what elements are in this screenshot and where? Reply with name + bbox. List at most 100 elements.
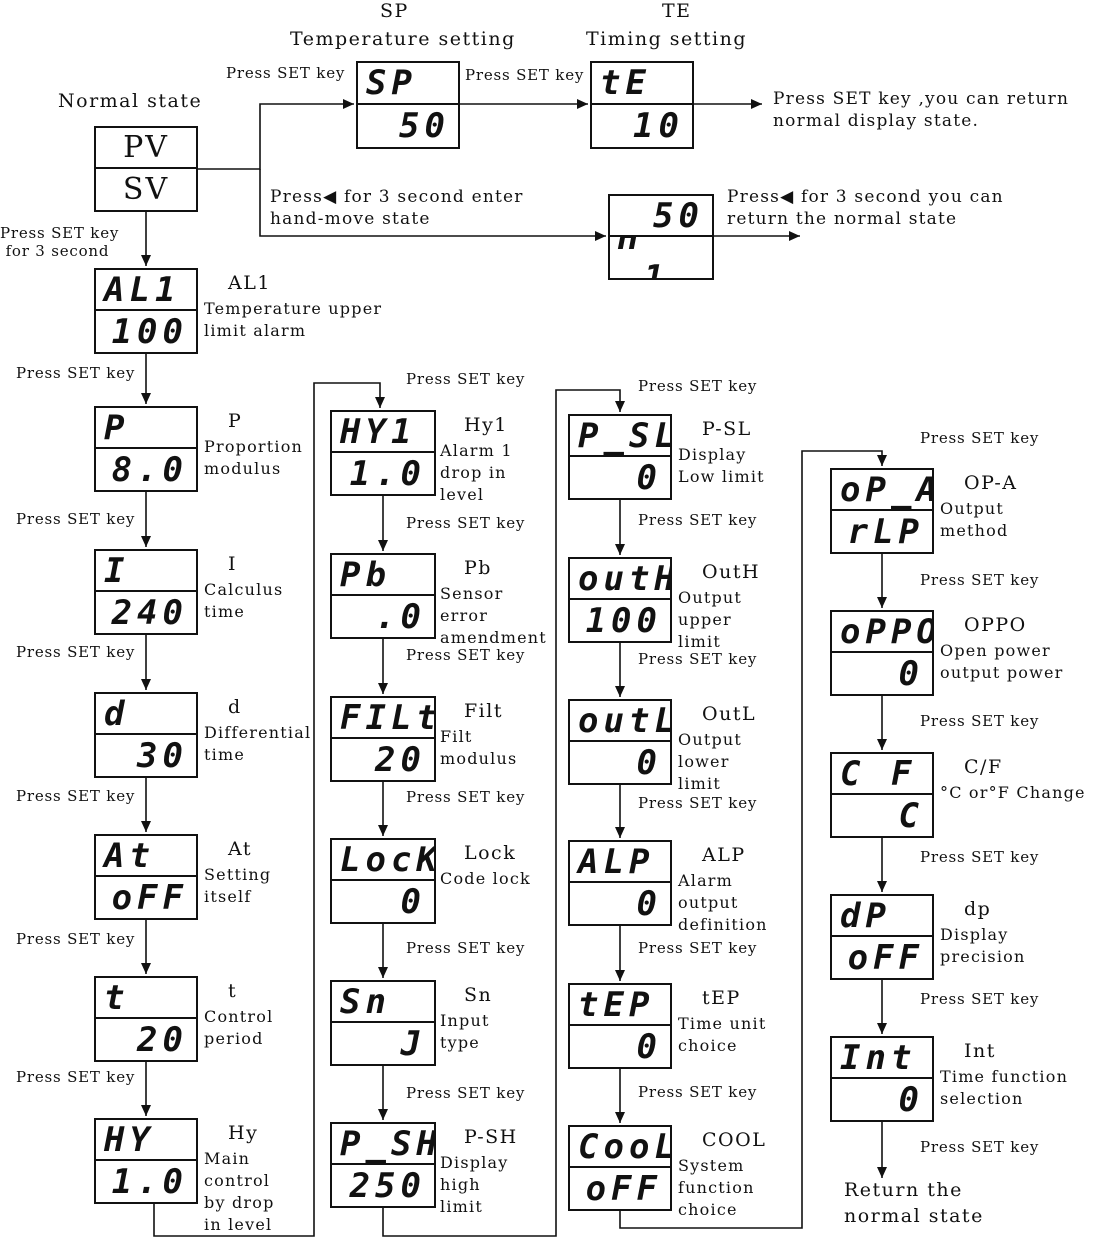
pv-label: PV (96, 128, 196, 169)
press-set-key-label: Press SET key (920, 1138, 1040, 1156)
param-filt-code: FILt (332, 698, 434, 739)
press-set-key-label: Press SET key (406, 514, 526, 532)
param-i-value: 240 (111, 592, 188, 633)
param-filt-name: Filt (464, 700, 503, 722)
normal-display: PV SV (94, 126, 198, 212)
connector-line (198, 103, 354, 170)
param-cool-value: oFF (585, 1168, 662, 1209)
connector-arrowhead (378, 540, 388, 551)
press-set-key-label: Press SET key (638, 939, 758, 957)
param-alp-name: ALP (702, 844, 746, 866)
return-normal-final: Return the normal state (844, 1179, 984, 1227)
param-alp-display: ALP 0 (568, 840, 672, 926)
param-pb-value: .0 (375, 596, 426, 637)
sp-display: SP 50 (356, 61, 460, 149)
connector-arrowhead (141, 821, 151, 832)
param-hy1-display: HY1 1.0 (330, 410, 436, 496)
param-cool-name: COOL (702, 1129, 767, 1151)
param-outh-description: Output upper limit (678, 588, 743, 651)
param-p-code: P (96, 408, 196, 449)
param-sn-description: Input type (440, 1011, 490, 1052)
te-display-value: 10 (633, 106, 684, 146)
connector-arrowhead (877, 1023, 887, 1034)
param-hy1-name: Hy1 (464, 414, 508, 436)
param-p-sl-name: P-SL (702, 418, 752, 440)
press-set-key-label: Press SET key (638, 1083, 758, 1101)
hand-move-display: 50 H .1 (608, 194, 714, 280)
param-t-display: t 20 (94, 976, 198, 1062)
param-sn-code: Sn (332, 982, 434, 1023)
connector-arrowhead (378, 825, 388, 836)
sp-display-code: SP (358, 63, 458, 105)
press-set-key-label: Press SET key (406, 788, 526, 806)
connector-arrowhead (751, 99, 762, 109)
param-c-f-description: °C or°F Change (940, 783, 1086, 802)
param-oppo-code: oPPO (832, 612, 932, 653)
param-i-description: Calculus time (204, 580, 284, 621)
param-d-description: Differential time (204, 723, 312, 764)
connector-arrowhead (877, 597, 887, 608)
param-al1-code: AL1 (96, 270, 196, 311)
param-lock-display: LocK 0 (330, 838, 436, 924)
param-outl-code: outL (570, 701, 670, 742)
param-t-code: t (96, 978, 196, 1019)
param-lock-value: 0 (400, 881, 426, 922)
param-hy1-code: HY1 (332, 412, 434, 453)
param-p-name: P (228, 410, 243, 432)
param-at-code: At (96, 836, 196, 877)
param-outl-name: OutL (702, 703, 757, 725)
param-cool-code: CooL (570, 1127, 670, 1168)
param-at-description: Setting itself (204, 865, 272, 906)
param-pb-description: Sensor error amendment (440, 584, 547, 647)
press-set-key-label: Press SET key (406, 1084, 526, 1102)
param-p-sl-value: 0 (636, 457, 662, 498)
param-tep-code: tEP (570, 985, 670, 1026)
param-outh-value: 100 (585, 600, 662, 641)
param-t-value: 20 (137, 1019, 188, 1060)
press-set-key-label: Press SET key (16, 1068, 136, 1086)
press-set-key-label: Press SET key (920, 848, 1040, 866)
param-cool-display: CooL oFF (568, 1125, 672, 1211)
connector-line (259, 169, 606, 237)
connector-arrowhead (615, 401, 625, 412)
param-dp-value: oFF (847, 937, 924, 978)
press-set-key-label: Press SET key (920, 571, 1040, 589)
param-at-display: At oFF (94, 834, 198, 920)
param-p-sl-display: P_SL 0 (568, 414, 672, 500)
te-code-label: TE (662, 0, 692, 22)
param-d-value: 30 (137, 735, 188, 776)
press-set-key-label: Press SET key (406, 646, 526, 664)
hand-move-return-note: Press◀ for 3 second you can return the n… (727, 187, 1004, 229)
param-hy-code: HY (96, 1120, 196, 1161)
param-at-name: At (228, 838, 253, 860)
connector-line (619, 450, 883, 1229)
connector-arrowhead (877, 881, 887, 892)
press-set-key-label: Press SET key (16, 643, 136, 661)
connector-arrowhead (615, 970, 625, 981)
param-sn-display: Sn J (330, 980, 436, 1066)
param-p-sh-display: P_SH 250 (330, 1122, 436, 1208)
connector-arrowhead (378, 967, 388, 978)
param-p-sh-name: P-SH (464, 1126, 518, 1148)
param-tep-display: tEP 0 (568, 983, 672, 1069)
press-set-key-label: Press SET key (16, 510, 136, 528)
param-hy1-description: Alarm 1 drop in level (440, 441, 513, 504)
param-filt-display: FILt 20 (330, 696, 436, 782)
param-p-display: P 8.0 (94, 406, 198, 492)
press-set-key-label: Press SET key (920, 429, 1040, 447)
param-p-sl-description: Display Low limit (678, 445, 765, 486)
connector-arrowhead (141, 963, 151, 974)
param-outl-description: Output lower limit (678, 730, 743, 793)
param-d-name: d (228, 696, 242, 718)
param-oppo-value: 0 (898, 653, 924, 694)
param-p-value: 8.0 (111, 449, 188, 490)
te-display-code: tE (592, 63, 692, 105)
connector-arrowhead (789, 231, 800, 241)
param-hy1-value: 1.0 (349, 453, 426, 494)
param-op-a-value: rLP (847, 511, 924, 552)
param-outl-display: outL 0 (568, 699, 672, 785)
press-set-key-label: Press SET key (638, 794, 758, 812)
param-hy-value: 1.0 (111, 1161, 188, 1202)
sp-display-value: 50 (399, 106, 450, 146)
connector-arrowhead (615, 827, 625, 838)
